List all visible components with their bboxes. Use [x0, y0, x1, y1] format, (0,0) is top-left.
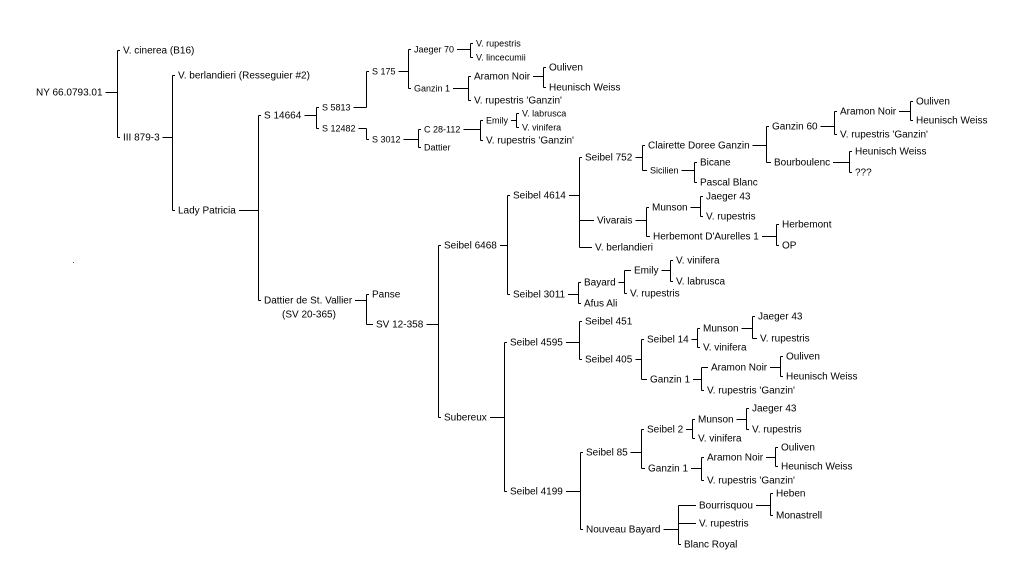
node-jaeger-43: Jaeger 43 — [752, 404, 797, 415]
node-afus-ali: Afus Ali — [584, 299, 617, 310]
node-aramon-noir: Aramon Noir — [711, 363, 768, 374]
node-ganzin-1: Ganzin 1 — [414, 84, 450, 94]
node-v-rupestris: V. rupestris — [476, 39, 521, 49]
node-v-rupestris: V. rupestris — [706, 212, 756, 223]
node-v-rupestris: V. rupestris — [630, 289, 680, 300]
node-v-cinerea-b16: V. cinerea (B16) — [123, 46, 194, 57]
node-seibel-752: Seibel 752 — [585, 153, 633, 164]
node-ouliven: Ouliven — [781, 443, 815, 454]
node-sv-12-358: SV 12-358 — [376, 320, 424, 331]
node-panse: Panse — [372, 290, 401, 301]
node-emily: Emily — [634, 266, 658, 277]
node-bourboulenc: Bourboulenc — [774, 158, 830, 169]
node-nouveau-bayard: Nouveau Bayard — [586, 525, 661, 536]
node-seibel-6468: Seibel 6468 — [444, 241, 497, 252]
node-v-labrusca: V. labrusca — [522, 109, 566, 119]
node-heunisch-weiss: Heunisch Weiss — [916, 116, 988, 127]
node-seibel-405: Seibel 405 — [585, 355, 633, 366]
node-dattier-de-st-vallier: Dattier de St. Vallier — [264, 296, 353, 307]
node-ganzin-60: Ganzin 60 — [772, 122, 818, 133]
node-ganzin-1: Ganzin 1 — [650, 375, 690, 386]
node-v-rupestris-ganzin: V. rupestris 'Ganzin' — [840, 130, 928, 141]
node-s-3012: S 3012 — [372, 135, 401, 145]
node-pascal-blanc: Pascal Blanc — [700, 178, 758, 189]
node-heunisch-weiss: Heunisch Weiss — [781, 462, 853, 473]
node-aramon-noir: Aramon Noir — [707, 453, 764, 464]
node-op: OP — [782, 241, 797, 252]
node-seibel-85: Seibel 85 — [586, 448, 628, 459]
node-herbemont-d-aurelles-1: Herbemont D'Aurelles 1 — [653, 232, 759, 243]
node-bayard: Bayard — [584, 278, 616, 289]
node-v-rupestris-ganzin: V. rupestris 'Ganzin' — [707, 476, 795, 487]
node-c-28-112: C 28-112 — [424, 125, 460, 135]
node-jaeger-43: Jaeger 43 — [758, 312, 803, 323]
node-v-rupestris-ganzin: V. rupestris 'Ganzin' — [486, 136, 574, 147]
node-v-labrusca: V. labrusca — [676, 277, 726, 288]
stray-dot — [73, 262, 74, 263]
node-v-lincecumii: V. lincecumii — [476, 53, 526, 63]
node-clairette-doree-ganzin: Clairette Doree Ganzin — [648, 141, 750, 152]
node-ganzin-1: Ganzin 1 — [648, 464, 688, 475]
node-jaeger-43: Jaeger 43 — [706, 192, 751, 203]
node-v-berlandieri: V. berlandieri — [595, 243, 653, 254]
node-s-14664: S 14664 — [264, 111, 302, 122]
node-sicilien: Sicilien — [650, 166, 679, 176]
node-: ??? — [855, 168, 872, 179]
node-bourrisquou: Bourrisquou — [699, 501, 753, 512]
node-heben: Heben — [776, 489, 805, 500]
node-v-vinifera: V. vinifera — [676, 256, 720, 267]
node-v-rupestris-ganzin: V. rupestris 'Ganzin' — [707, 386, 795, 397]
node-subereux: Subereux — [444, 413, 487, 424]
node-v-vinifera: V. vinifera — [703, 343, 747, 354]
node-monastrell: Monastrell — [776, 511, 822, 522]
node-aramon-noir: Aramon Noir — [840, 107, 897, 118]
node-v-rupestris: V. rupestris — [752, 425, 802, 436]
node-iii-879-3: III 879-3 — [123, 133, 160, 144]
node-ouliven: Ouliven — [916, 97, 950, 108]
node-lady-patricia: Lady Patricia — [178, 206, 236, 217]
node-ouliven: Ouliven — [549, 63, 583, 74]
node-munson: Munson — [698, 415, 734, 426]
node-v-rupestris-ganzin: V. rupestris 'Ganzin' — [474, 96, 562, 107]
node-heunisch-weiss: Heunisch Weiss — [786, 372, 858, 383]
node-blanc-royal: Blanc Royal — [684, 540, 737, 551]
node-s-12482: S 12482 — [322, 124, 356, 134]
node-munson: Munson — [652, 203, 688, 214]
node-heunisch-weiss: Heunisch Weiss — [549, 83, 621, 94]
node-seibel-451: Seibel 451 — [585, 317, 633, 328]
node-aramon-noir: Aramon Noir — [474, 72, 531, 83]
node-seibel-4595: Seibel 4595 — [510, 338, 563, 349]
node-bicane: Bicane — [700, 158, 731, 169]
node-v-vinifera: V. vinifera — [698, 434, 742, 445]
node-s-175: S 175 — [372, 67, 396, 77]
node-v-berlandieri-resseguier-2: V. berlandieri (Resseguier #2) — [178, 71, 310, 82]
node-seibel-2: Seibel 2 — [647, 425, 684, 436]
node-seibel-4614: Seibel 4614 — [513, 191, 566, 202]
node-s-5813: S 5813 — [322, 103, 351, 113]
node-herbemont: Herbemont — [782, 220, 832, 231]
node-v-vinifera: V. vinifera — [522, 123, 561, 133]
node-ny-66-0793-01: NY 66.0793.01 — [36, 88, 103, 99]
node-seibel-4199: Seibel 4199 — [510, 487, 563, 498]
node-v-rupestris: V. rupestris — [699, 519, 749, 530]
node-dattier-de-st-vallier-code: (SV 20-365) — [282, 310, 336, 321]
node-ouliven: Ouliven — [786, 352, 820, 363]
node-emily: Emily — [486, 116, 508, 126]
node-dattier: Dattier — [424, 143, 451, 153]
node-vivarais: Vivarais — [597, 216, 632, 227]
node-munson: Munson — [703, 324, 739, 335]
node-jaeger-70: Jaeger 70 — [414, 45, 454, 55]
node-seibel-3011: Seibel 3011 — [513, 290, 566, 301]
node-heunisch-weiss: Heunisch Weiss — [855, 147, 927, 158]
node-v-rupestris: V. rupestris — [760, 334, 810, 345]
node-seibel-14: Seibel 14 — [647, 335, 689, 346]
